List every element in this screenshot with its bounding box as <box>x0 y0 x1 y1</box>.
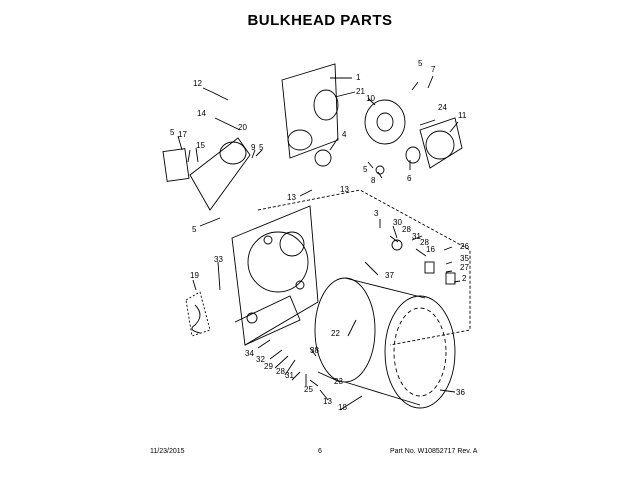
callout-28: 28 <box>402 225 411 234</box>
callout-29: 29 <box>264 362 273 371</box>
callout-38: 38 <box>310 346 319 355</box>
callout-15: 15 <box>196 141 205 150</box>
callout-1: 1 <box>356 73 361 82</box>
lint-filter <box>189 137 251 211</box>
callout-14: 14 <box>197 109 206 118</box>
callout-16: 16 <box>426 245 435 254</box>
callout-31: 31 <box>412 232 421 241</box>
callout-21: 21 <box>356 87 365 96</box>
callout-27: 27 <box>460 263 469 272</box>
callout-28c: 28 <box>276 367 285 376</box>
callout-31b: 31 <box>285 371 294 380</box>
heater-housing <box>281 63 339 159</box>
footer-page-number: 6 <box>318 448 322 455</box>
drum-rear <box>314 277 376 383</box>
drum-front <box>384 295 456 409</box>
callout-9: 9 <box>251 143 256 152</box>
harness <box>185 291 211 337</box>
callout-12: 12 <box>193 79 202 88</box>
callout-32: 32 <box>256 355 265 364</box>
callout-18: 18 <box>338 403 347 412</box>
callout-26: 26 <box>460 242 469 251</box>
blower-wheel <box>364 99 406 145</box>
callout-22: 22 <box>331 329 340 338</box>
callout-10: 10 <box>366 94 375 103</box>
callout-24: 24 <box>438 103 447 112</box>
drum-body <box>344 277 426 406</box>
callout-37: 37 <box>385 271 394 280</box>
callout-11: 11 <box>458 111 467 120</box>
callout-35: 35 <box>460 254 469 263</box>
callout-23: 23 <box>334 377 343 386</box>
callout-7: 7 <box>431 65 436 74</box>
callout-5c: 5 <box>170 128 175 137</box>
footer-date: 11/23/2015 <box>150 448 185 455</box>
callout-13c: 13 <box>323 397 332 406</box>
front-panel <box>231 205 319 346</box>
blower-housing <box>419 117 463 169</box>
callout-5d: 5 <box>259 143 264 152</box>
page-title: BULKHEAD PARTS <box>247 12 393 29</box>
callout-5e: 5 <box>192 225 197 234</box>
callout-13b: 13 <box>287 193 296 202</box>
callout-25: 25 <box>304 385 313 394</box>
callout-4: 4 <box>342 130 347 139</box>
callout-13: 13 <box>340 185 349 194</box>
bulkhead-outline <box>257 189 471 346</box>
callout-5: 5 <box>418 59 423 68</box>
callout-6: 6 <box>407 174 412 183</box>
callout-17: 17 <box>178 130 187 139</box>
callout-20: 20 <box>238 123 247 132</box>
callout-28b: 28 <box>420 238 429 247</box>
callout-8: 8 <box>371 176 376 185</box>
lint-screen <box>162 148 190 182</box>
callout-2: 2 <box>462 274 467 283</box>
callout-19: 19 <box>190 271 199 280</box>
footer-part-number: Part No. W10852717 Rev. A <box>390 448 478 455</box>
callout-5b: 5 <box>363 165 368 174</box>
callout-30: 30 <box>393 218 402 227</box>
callout-36: 36 <box>456 388 465 397</box>
callout-33: 33 <box>214 255 223 264</box>
callout-3: 3 <box>374 209 379 218</box>
front-panel-drum-opening <box>247 231 309 293</box>
callout-34: 34 <box>245 349 254 358</box>
